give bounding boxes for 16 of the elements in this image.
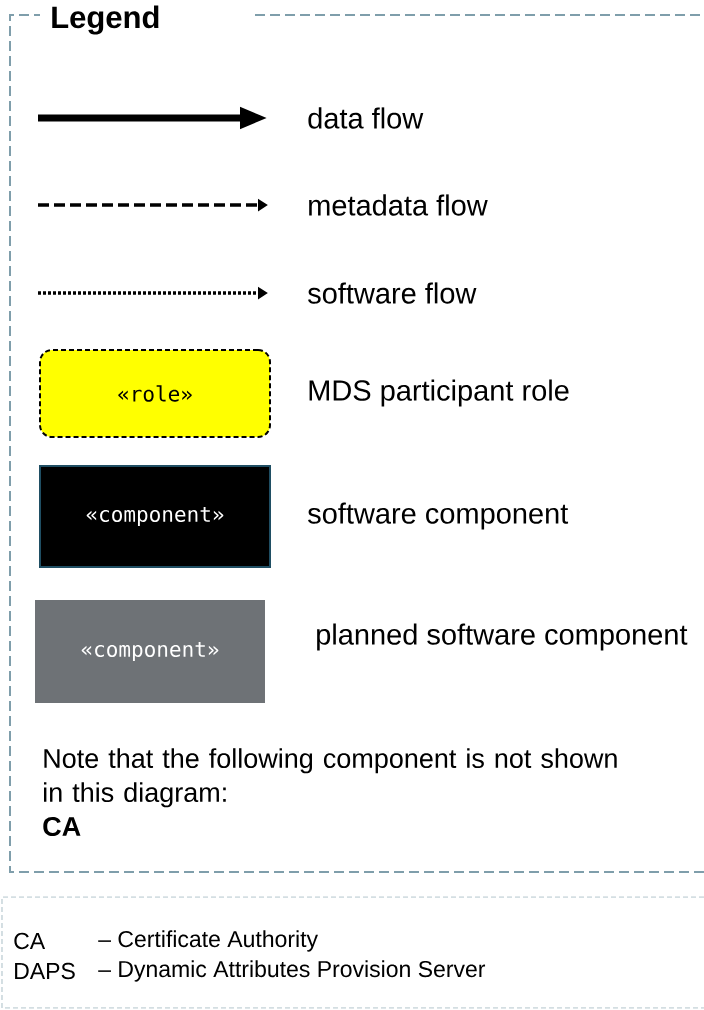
note-text: Note that the following component is not shown in this diagram: CA xyxy=(43,748,617,837)
abbreviation-meaning: – Dynamic Attributes Provision Server xyxy=(98,960,486,982)
abbreviation-box xyxy=(1,896,704,1009)
abbreviation-meaning: – Certificate Authority xyxy=(98,930,318,952)
sample-box: «component» xyxy=(39,465,271,568)
sample-box: «role» xyxy=(39,349,271,438)
legend-label: software component xyxy=(308,502,569,530)
legend-label: software flow xyxy=(308,282,477,304)
legend-label: MDS participant role xyxy=(309,379,569,407)
legend-label: metadata flow xyxy=(309,194,488,216)
sample-box: «component» xyxy=(35,600,265,703)
legend-label: data flow xyxy=(308,107,424,129)
abbreviation: CA xyxy=(14,932,46,950)
legend-heading: Legend xyxy=(52,5,159,35)
legend-label: planned software component xyxy=(317,623,688,651)
abbreviation: DAPS xyxy=(15,962,75,980)
